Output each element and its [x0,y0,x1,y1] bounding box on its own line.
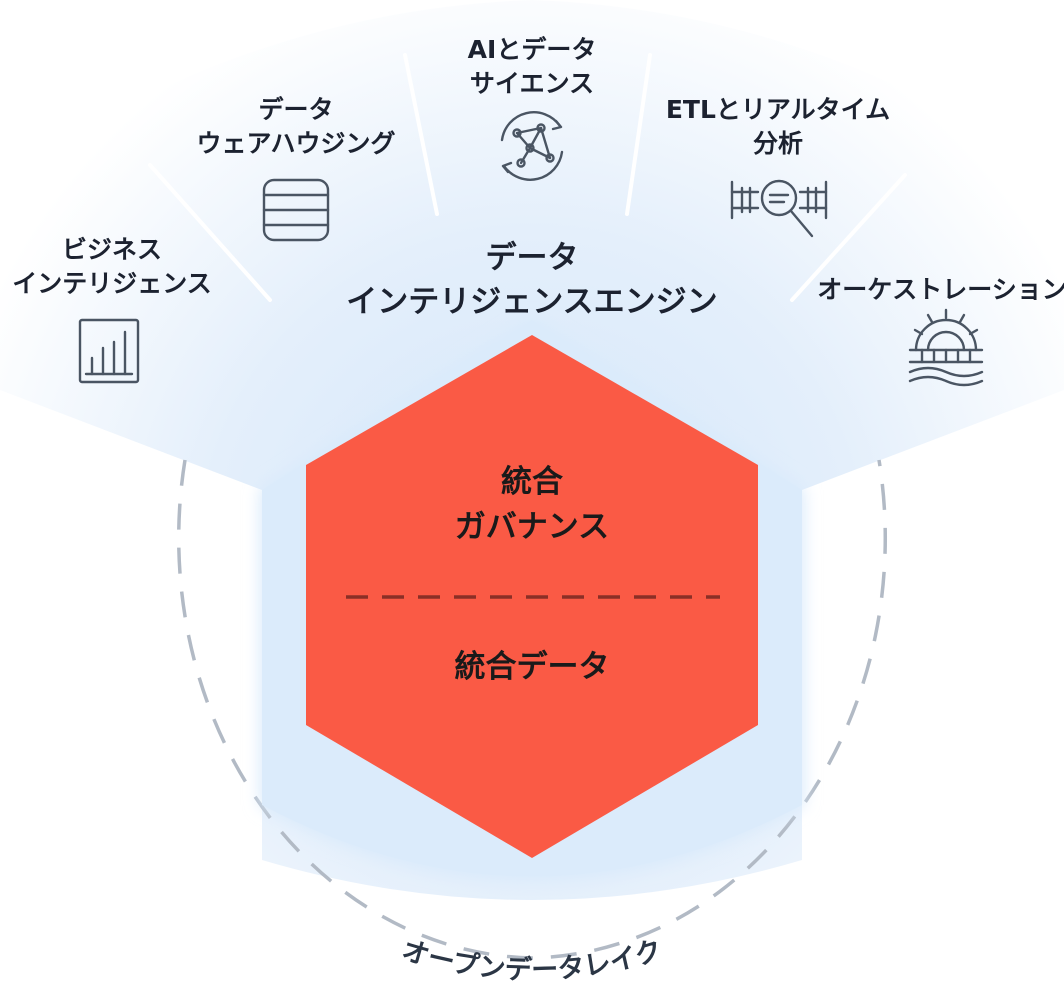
capability-dw-line1: データ [258,95,333,124]
capability-ai-data-science: AIとデータ サイエンス [468,35,597,181]
database-icon [262,178,330,242]
capability-business-intelligence: ビジネス インテリジェンス [12,235,212,384]
capability-data-warehousing: データ ウェアハウジング [196,95,396,242]
open-data-lake-ring [177,459,887,960]
capability-ai-line2: サイエンス [470,69,594,98]
capability-orch-line1: オーケストレーション [817,275,1064,304]
pipeline-search-icon [730,179,828,238]
capability-ai-line1: AIとデータ [468,35,597,64]
engine-title-line2: インテリジェンスエンジン [346,284,717,320]
capability-bi-line1: ビジネス [62,235,162,264]
capability-dw-line2: ウェアハウジング [196,129,395,158]
engine-title-line1: データ [486,240,579,276]
capability-separators [148,53,907,302]
capability-bi-line2: インテリジェンス [12,269,212,298]
gear-pipeline-icon [908,308,984,387]
capability-etl-realtime: ETLとリアルタイム 分析 [666,95,890,238]
unified-data-label: 統合データ [455,649,610,685]
bar-chart-icon [78,318,140,384]
capability-etl-line1: ETLとリアルタイム [666,95,890,124]
governance-line2: ガバナンス [455,509,609,545]
capability-etl-line2: 分析 [753,129,803,158]
network-icon [500,111,564,181]
capability-orchestration: オーケストレーション [817,275,1064,387]
governance-line1: 統合 [501,464,563,500]
